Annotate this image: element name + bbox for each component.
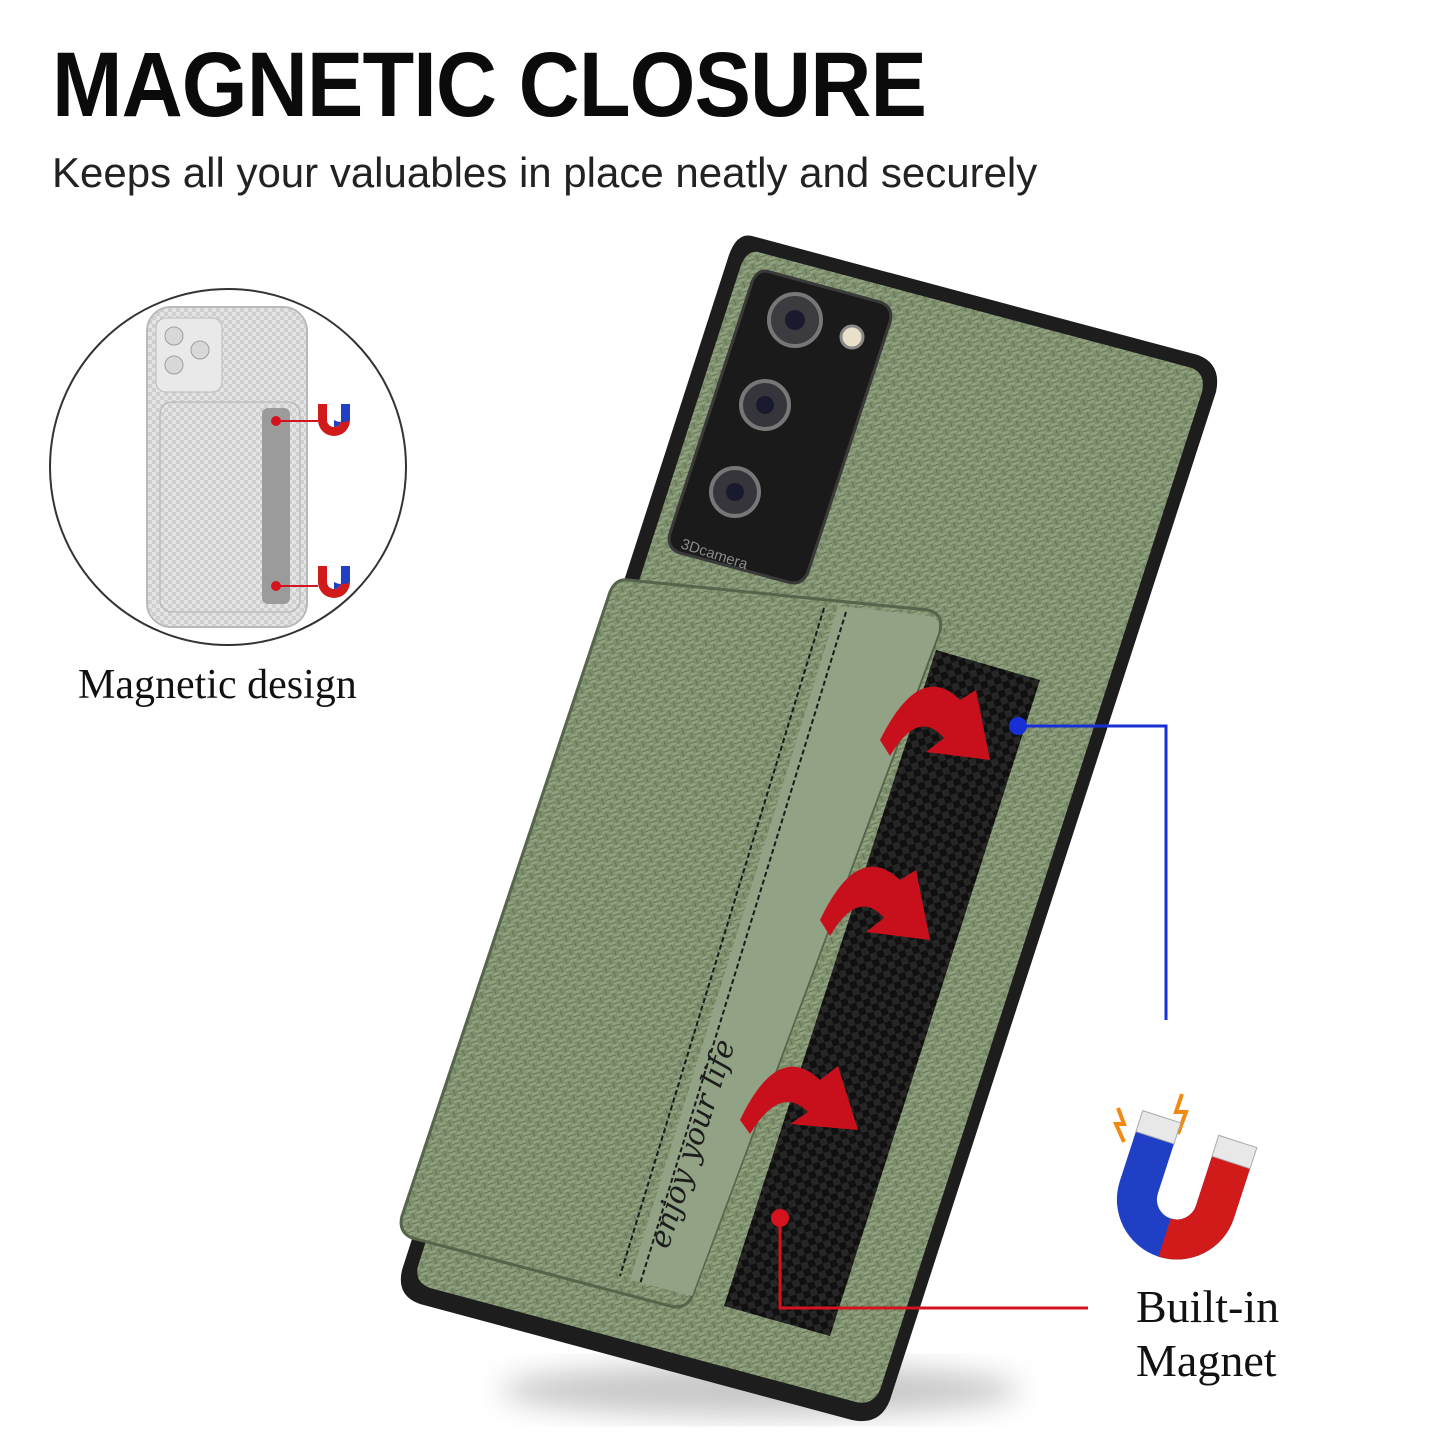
magnet-caption-line1: Built-in bbox=[1136, 1281, 1280, 1332]
arrow-top-icon bbox=[880, 686, 990, 760]
inset-magnet-bottom-icon bbox=[271, 566, 350, 598]
closing-arrows bbox=[740, 686, 990, 1134]
magnet-caption-line2: Magnet bbox=[1136, 1335, 1277, 1386]
inset-phone bbox=[146, 306, 308, 628]
arrow-middle-icon bbox=[820, 866, 930, 940]
blue-leader-line bbox=[1009, 717, 1168, 1020]
phone-case: 3Dcamera enjoy your life bbox=[399, 235, 1218, 1422]
inset-circle bbox=[49, 288, 407, 646]
headline: MAGNETIC CLOSURE bbox=[52, 34, 927, 136]
magnet-caption: Built-in Magnet bbox=[1136, 1280, 1416, 1388]
inset-caption: Magnetic design bbox=[78, 662, 357, 708]
subline: Keeps all your valuables in place neatly… bbox=[52, 149, 1038, 196]
red-leader-line bbox=[771, 1209, 1088, 1310]
magnet-icon bbox=[1112, 1093, 1258, 1260]
camera-module: 3Dcamera bbox=[667, 269, 893, 585]
inset-magnet-top-icon bbox=[271, 404, 350, 436]
arrow-bottom-icon bbox=[740, 1066, 858, 1134]
